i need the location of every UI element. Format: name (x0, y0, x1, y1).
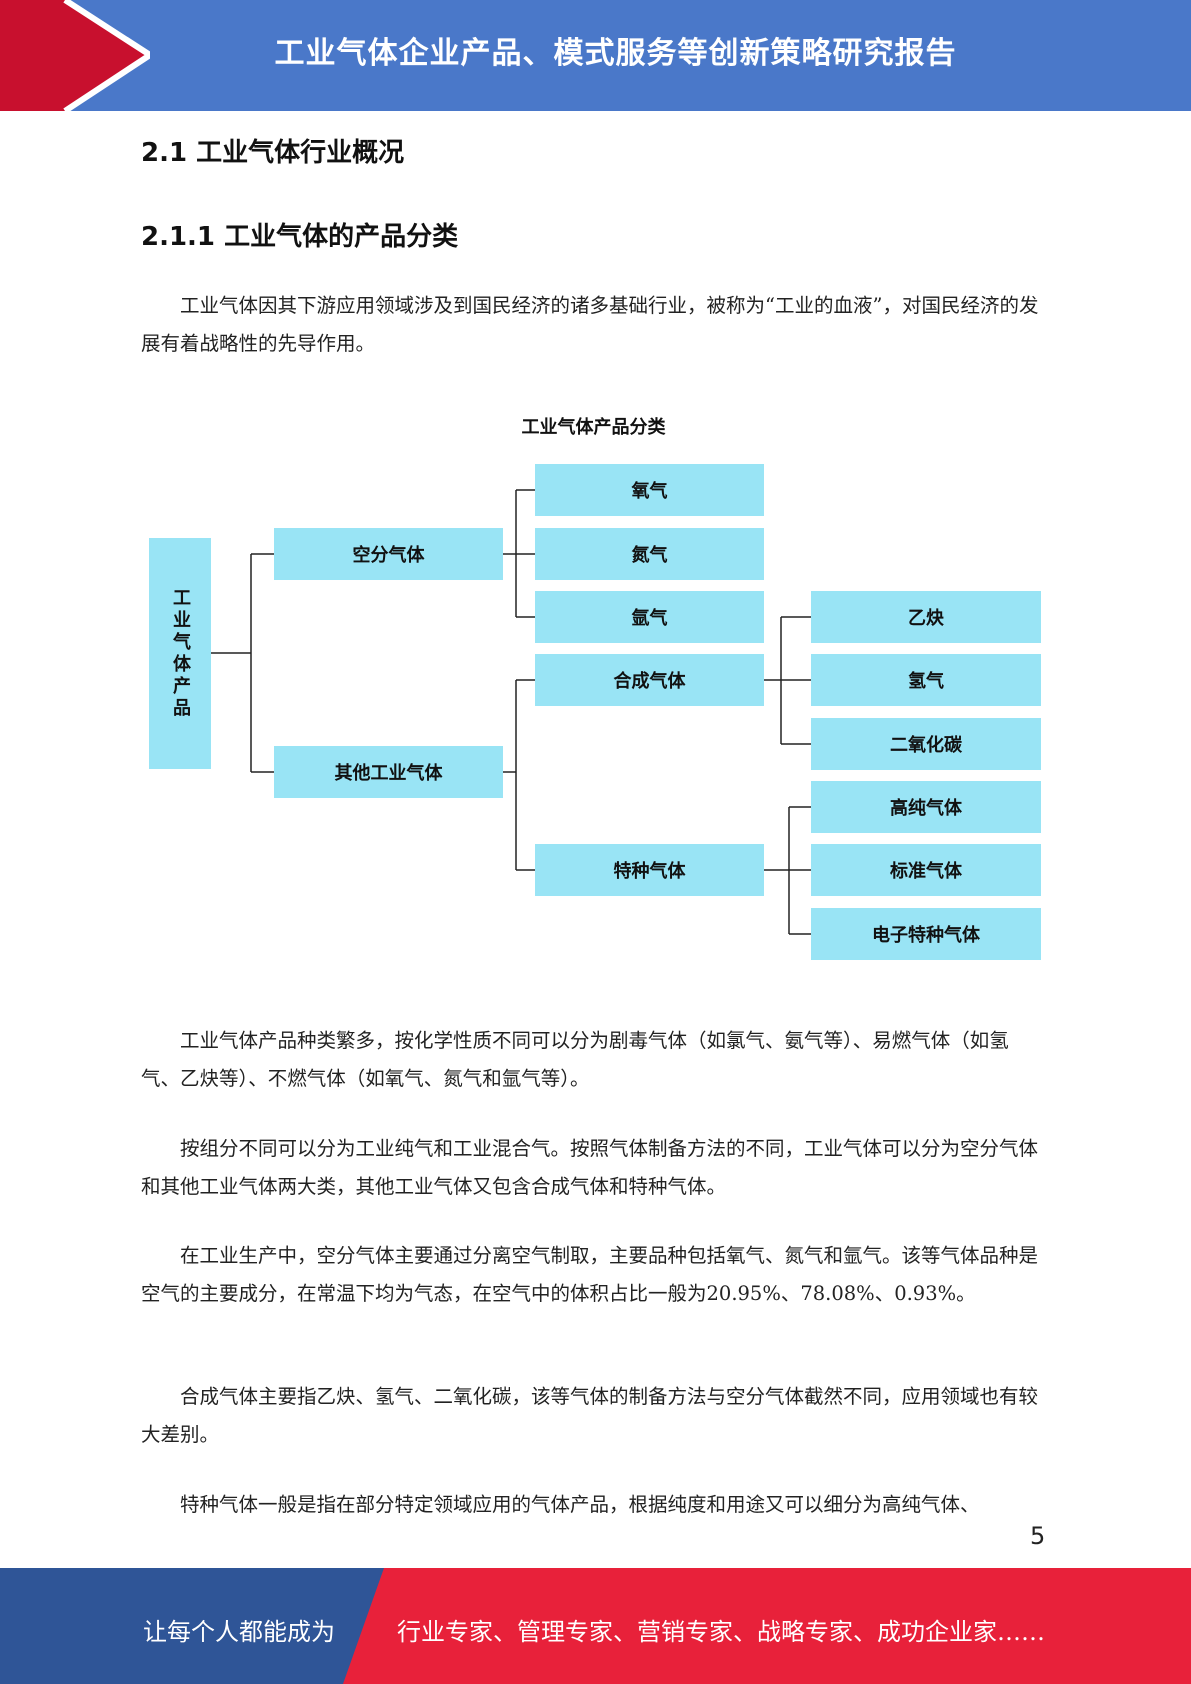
diagram-title: 工业气体产品分类 (521, 417, 666, 438)
node-standard-gas: 标准气体 (811, 844, 1041, 896)
node-root: 工业气体产品 (149, 538, 211, 769)
paragraph-special: 特种气体一般是指在部分特定领域应用的气体产品，根据纯度和用途又可以细分为高纯气体… (180, 1493, 980, 1516)
page-number: 5 (1030, 1522, 1046, 1550)
paragraph-air-separation: 在工业生产中，空分气体主要通过分离空气制取，主要品种包括氧气、氮气和氩气。该等气… (141, 1244, 1039, 1305)
node-nitrogen: 氮气 (535, 528, 764, 580)
header-chevron-decoration (0, 0, 150, 111)
product-classification-diagram: 工业气体产品分类 工业气体产品 空分气体 其他工业气体 氧气 氮气 氩气 合成气… (141, 400, 1046, 970)
header-bar: 工业气体企业产品、模式服务等创新策略研究报告 (0, 0, 1191, 111)
paragraph-synthetic: 合成气体主要指乙炔、氢气、二氧化碳，该等气体的制备方法与空分气体截然不同，应用领… (141, 1385, 1039, 1446)
node-special: 特种气体 (535, 844, 764, 896)
paragraph-chemical: 工业气体产品种类繁多，按化学性质不同可以分为剧毒气体（如氯气、氨气等）、易燃气体… (141, 1029, 1009, 1090)
footer-slogan-left: 让每个人都能成为 (143, 1618, 335, 1646)
node-other-industrial: 其他工业气体 (274, 746, 503, 798)
node-carbon-dioxide: 二氧化碳 (811, 718, 1041, 770)
paragraph-intro: 工业气体因其下游应用领域涉及到国民经济的诸多基础行业，被称为“工业的血液”，对国… (141, 294, 1039, 355)
section-heading: 2.1 工业气体行业概况 (141, 138, 405, 168)
footer-background (0, 1568, 1191, 1684)
node-air-separation: 空分气体 (274, 528, 503, 580)
node-oxygen: 氧气 (535, 464, 764, 516)
diagram-connector-lines (211, 489, 811, 935)
node-synthetic: 合成气体 (535, 654, 764, 706)
node-hydrogen: 氢气 (811, 654, 1041, 706)
node-argon: 氩气 (535, 591, 764, 643)
node-electronic-special: 电子特种气体 (811, 908, 1041, 960)
subsection-heading: 2.1.1 工业气体的产品分类 (141, 222, 459, 252)
node-acetylene: 乙炔 (811, 591, 1041, 643)
footer-slogan-right: 行业专家、管理专家、营销专家、战略专家、成功企业家…… (397, 1618, 1045, 1646)
paragraph-composition: 按组分不同可以分为工业纯气和工业混合气。按照气体制备方法的不同，工业气体可以分为… (141, 1137, 1039, 1198)
footer-bar: 让每个人都能成为 行业专家、管理专家、营销专家、战略专家、成功企业家…… (0, 1568, 1191, 1684)
node-high-purity: 高纯气体 (811, 781, 1041, 833)
report-title: 工业气体企业产品、模式服务等创新策略研究报告 (274, 36, 957, 71)
